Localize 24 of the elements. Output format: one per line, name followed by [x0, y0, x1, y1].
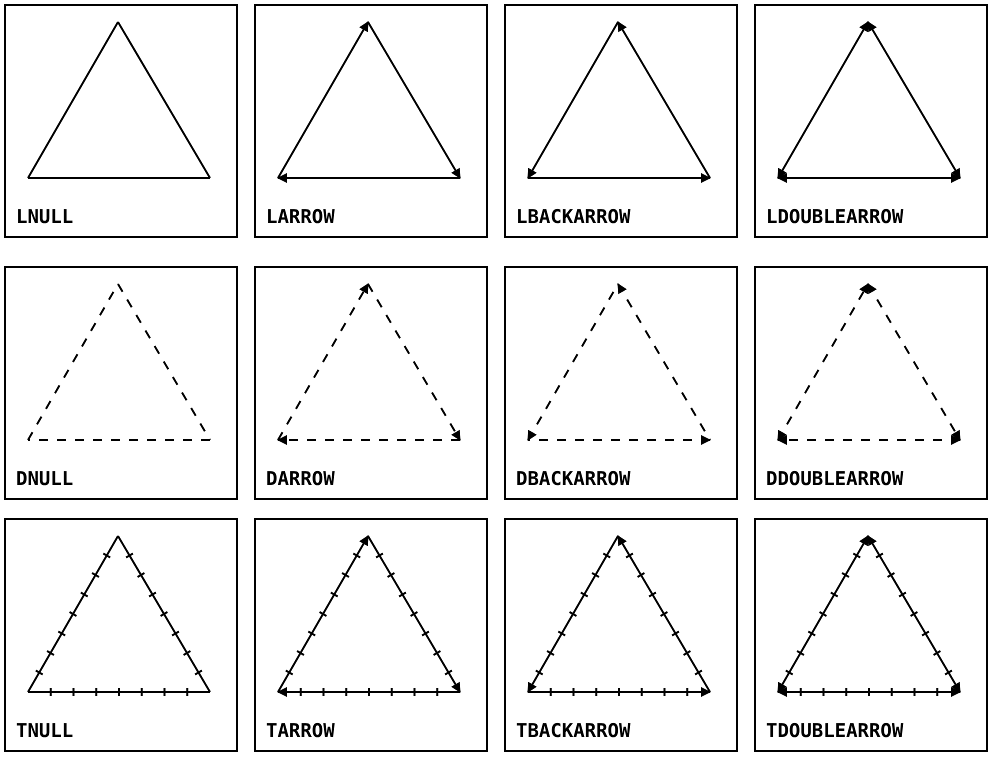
panel-frame — [4, 4, 238, 238]
style-name: LDOUBLEARROW — [766, 206, 904, 228]
panel-frame — [254, 266, 488, 500]
style-name: TBACKARROW — [516, 720, 630, 742]
style-name: LNULL — [16, 206, 74, 228]
panel-frame — [254, 518, 488, 752]
style-name: LBACKARROW — [516, 206, 630, 228]
style-name: LARROW — [266, 206, 335, 228]
panel-frame — [4, 266, 238, 500]
panel-frame — [504, 518, 738, 752]
panel-frame — [754, 518, 988, 752]
panel-frame — [504, 4, 738, 238]
style-name: DARROW — [266, 468, 335, 490]
style-name: TDOUBLEARROW — [766, 720, 904, 742]
style-name: TARROW — [266, 720, 335, 742]
panel-frame — [504, 266, 738, 500]
style-name: DDOUBLEARROW — [766, 468, 904, 490]
panel-frame — [754, 4, 988, 238]
style-name: DNULL — [16, 468, 74, 490]
panel-frame — [254, 4, 488, 238]
panel-frame — [754, 266, 988, 500]
panel-frame — [4, 518, 238, 752]
style-name: DBACKARROW — [516, 468, 630, 490]
style-name: TNULL — [16, 720, 74, 742]
